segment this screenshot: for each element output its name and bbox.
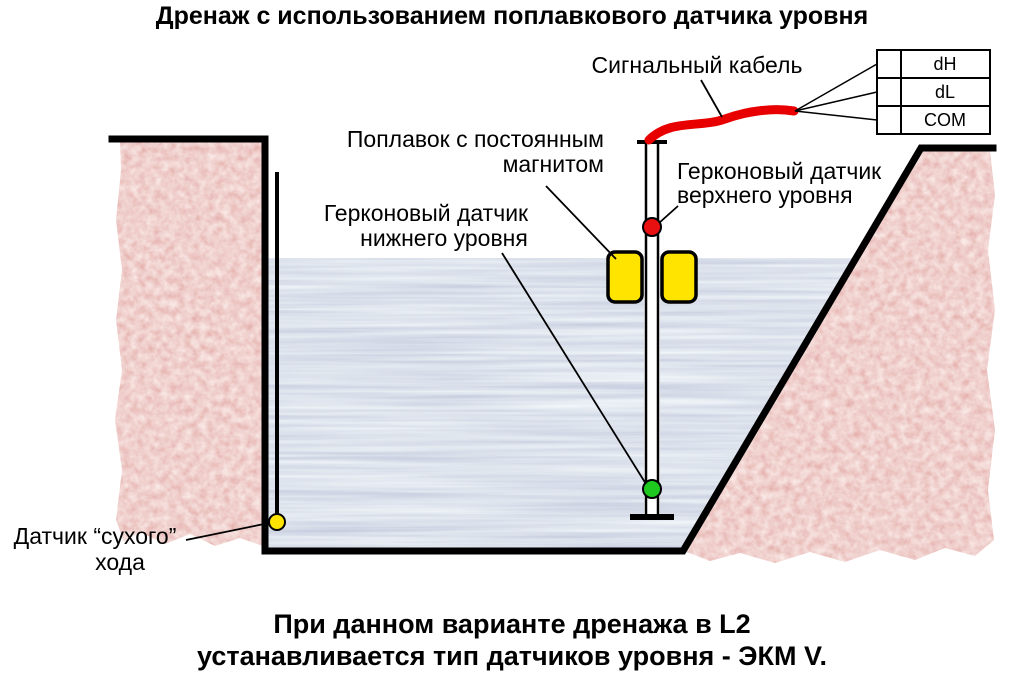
page-title: Дренаж с использованием поплавкового дат… xyxy=(156,2,868,30)
terminal-block-frame xyxy=(876,49,991,135)
leader-reed-upper xyxy=(658,205,679,224)
label-dry-run-line1: Датчик “сухого” xyxy=(14,523,177,549)
caption-line2: устанавливается тип датчиков уровня - ЭК… xyxy=(197,641,827,671)
label-reed-upper-line2: верхнего уровня xyxy=(677,182,853,208)
terminal-label-dl: dL xyxy=(935,82,955,102)
branch-wire-dh xyxy=(794,63,878,112)
water xyxy=(268,258,855,549)
float-left-half xyxy=(606,250,644,304)
label-dry-run-line2: хода xyxy=(95,549,145,575)
float-right-half xyxy=(660,250,698,304)
upper-reed-sensor xyxy=(642,217,662,237)
dry-run-sensor xyxy=(268,513,286,531)
cable-branch-lines xyxy=(794,63,878,121)
ground-right xyxy=(686,151,995,563)
leader-lines xyxy=(185,79,723,541)
label-reed-lower-line1: Герконовый датчик xyxy=(324,200,529,226)
float-magnet xyxy=(606,250,698,304)
caption-line1: При данном варианте дренажа в L2 xyxy=(273,609,750,639)
label-float-magnet-line2: магнитом xyxy=(503,151,604,177)
terminal-label-dh: dH xyxy=(933,54,956,74)
leader-dry-run xyxy=(185,522,270,541)
leader-reed-lower xyxy=(501,252,647,485)
leader-float-magnet xyxy=(545,185,617,260)
label-float-magnet-line1: Поплавок с постоянным xyxy=(347,126,604,152)
label-reed-upper-line1: Герконовый датчик xyxy=(677,158,882,184)
branch-wire-dl xyxy=(794,91,878,112)
terminal-label-com: COM xyxy=(924,110,966,130)
leader-signal-cable xyxy=(700,79,723,118)
terminal-block: dH dL COM xyxy=(876,49,991,135)
label-reed-lower-line2: нижнего уровня xyxy=(360,225,528,251)
branch-wire-com xyxy=(794,110,878,121)
ground-left xyxy=(115,142,263,546)
label-signal-cable: Сигнальный кабель xyxy=(592,52,803,78)
pit-outline xyxy=(108,135,997,555)
signal-cable xyxy=(644,105,799,145)
lower-reed-sensor xyxy=(642,479,662,499)
